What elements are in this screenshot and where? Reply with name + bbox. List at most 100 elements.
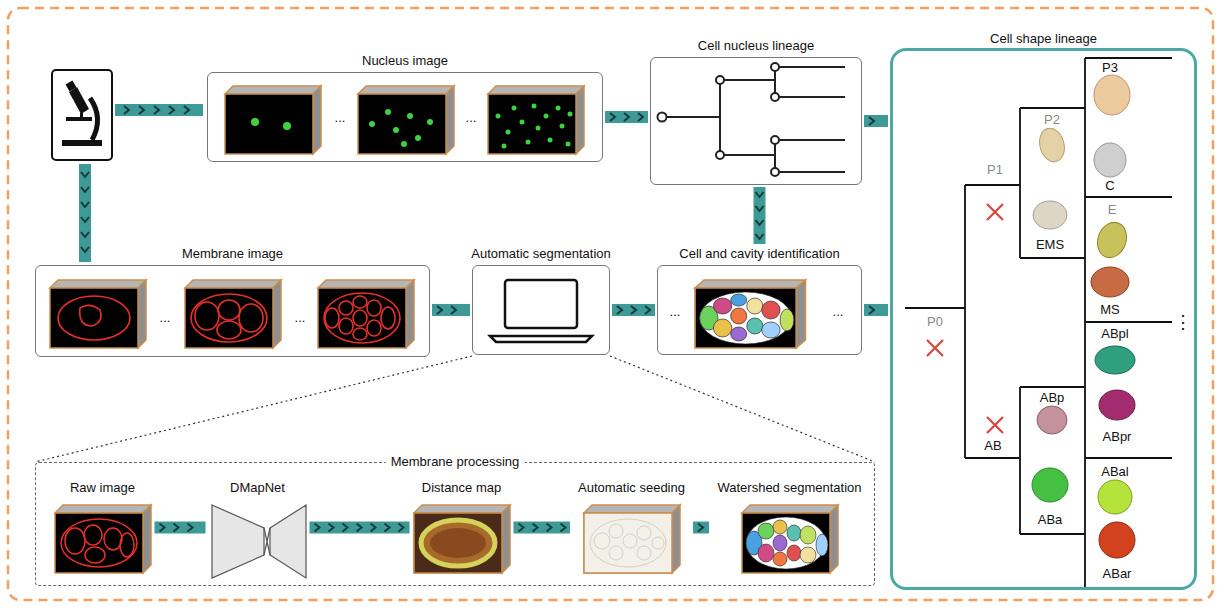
cell-name: AB	[984, 438, 1001, 454]
arrow-band	[693, 522, 709, 534]
distance-map	[414, 505, 510, 573]
division-cross	[987, 417, 1003, 433]
flow-arrow	[155, 524, 206, 532]
lineage-panel: Cell nucleus lineage	[650, 57, 862, 185]
arrow-head	[371, 524, 376, 532]
segmented-embryo	[731, 327, 747, 341]
membrane-stack	[367, 300, 381, 316]
membrane-stack	[50, 280, 414, 348]
flow-arrow	[693, 524, 709, 532]
microscope-icon	[69, 87, 89, 114]
membrane-stack	[367, 320, 381, 336]
membrane-stack	[191, 294, 267, 342]
membrane-stack	[339, 301, 353, 315]
division-cross	[927, 340, 943, 356]
panel-title: Nucleus image	[362, 53, 448, 69]
membrane-stack	[381, 307, 395, 329]
nucleus-stack	[225, 86, 584, 154]
step-label: Automatic seeding	[578, 480, 685, 496]
arrow-head	[756, 220, 764, 225]
membrane-stack	[339, 318, 353, 334]
cell-shape	[1032, 468, 1068, 502]
seed-map	[590, 519, 666, 567]
arrow-head	[343, 524, 348, 532]
arrow-head	[547, 524, 552, 532]
nucleus-stack	[536, 126, 541, 131]
segmented-embryo	[700, 292, 792, 344]
segmentation-panel: Automatic segmentation	[472, 265, 610, 355]
arrow-head	[357, 524, 362, 532]
segmented-embryo	[695, 280, 805, 348]
cell-name: P3	[1102, 60, 1118, 76]
seed-map	[609, 546, 623, 560]
flow-arrow	[514, 524, 571, 532]
raw-image	[65, 528, 85, 554]
segmented-embryo	[713, 319, 731, 337]
cell-shape	[1032, 75, 1135, 558]
raw-image	[61, 519, 137, 567]
arrow-head	[631, 306, 636, 314]
nucleus-lineage-tree	[658, 113, 667, 122]
watershed-result	[746, 517, 828, 569]
flow-arrow	[864, 117, 888, 125]
nucleus-stack	[544, 114, 549, 119]
ellipsis: ...	[670, 304, 681, 320]
watershed-result	[742, 505, 838, 573]
watershed-result	[773, 535, 787, 551]
nucleus-stack	[520, 120, 525, 125]
nucleus-stack	[407, 113, 413, 119]
segmented-embryo	[731, 294, 747, 306]
distance-map	[414, 513, 502, 573]
arrow-band	[155, 522, 206, 534]
segmented-embryo	[713, 298, 731, 314]
ellipsis: ...	[295, 310, 306, 326]
nucleus-stack	[560, 124, 565, 129]
watershed-result	[787, 545, 801, 561]
membrane-stack	[318, 280, 414, 348]
flow-arrow	[154, 106, 159, 114]
microscope-icon	[66, 117, 92, 121]
flow-arrow	[81, 172, 89, 252]
nucleus-stack	[358, 86, 454, 154]
continuation-mark: ⋮	[1174, 314, 1192, 330]
watershed-result	[816, 534, 828, 556]
flow-arrow	[81, 247, 89, 252]
flow-arrow	[169, 106, 174, 114]
seed-map	[637, 526, 651, 540]
cell-name: E	[1108, 202, 1117, 218]
microscope-icon	[52, 70, 112, 160]
flow-arrow	[79, 104, 203, 262]
raw-image	[61, 519, 137, 567]
shape-lineage-tree	[905, 58, 1172, 588]
segmented-embryo	[762, 301, 780, 319]
membrane-stack	[353, 328, 367, 340]
distance-map	[430, 528, 486, 558]
segmented-embryo	[747, 298, 763, 314]
arrow-head	[624, 113, 629, 121]
cell-shape	[1033, 201, 1067, 229]
flow-arrow	[124, 106, 189, 114]
arrow-head	[519, 524, 524, 532]
laptop-icon	[490, 336, 592, 342]
nucleus-stack	[369, 109, 433, 147]
nucleus-stack	[512, 106, 517, 111]
membrane-stack	[324, 293, 400, 343]
arrow-head	[869, 117, 874, 125]
cell-name: EMS	[1036, 237, 1064, 253]
nucleus-stack	[488, 86, 584, 154]
nucleus-stack	[506, 130, 511, 135]
nucleus-stack	[496, 114, 501, 119]
membrane-stack	[239, 304, 263, 332]
arrow-band	[432, 304, 470, 316]
ellipsis: ...	[160, 310, 171, 326]
membrane-stack	[217, 321, 241, 339]
arrow-head	[160, 524, 165, 532]
raw-image	[104, 528, 122, 550]
cell-name: ABal	[1101, 464, 1128, 480]
arrow-head	[756, 234, 764, 239]
arrow-head	[451, 306, 456, 314]
arrow-head	[756, 206, 764, 211]
watershed-result	[787, 525, 801, 541]
cell-name: ABa	[1038, 512, 1063, 528]
process-step: Distance map	[412, 478, 512, 578]
